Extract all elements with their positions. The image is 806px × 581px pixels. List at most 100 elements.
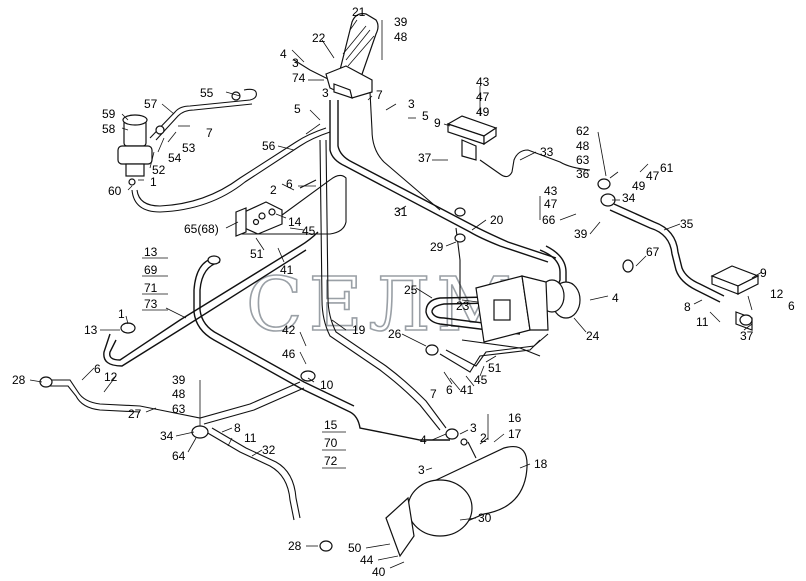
callout-label: 13	[84, 323, 98, 337]
callout-label: 11	[244, 431, 257, 445]
callout-label: 55	[200, 86, 214, 100]
callout-label: 66	[542, 213, 556, 227]
callout-label: 30	[478, 511, 492, 525]
callout-label: 6	[446, 383, 453, 397]
callout-label: 67	[646, 245, 660, 259]
callout-label: 19	[352, 323, 366, 337]
callout-label: 28	[288, 539, 302, 553]
callout-label: 35	[680, 217, 694, 231]
callout-label: 69	[144, 263, 158, 277]
modulator	[475, 275, 581, 343]
fittings	[39, 91, 753, 552]
callout-label: 14	[288, 215, 302, 229]
callout-label: 32	[262, 443, 276, 457]
callout-label: 10	[320, 378, 334, 392]
callout-label: 45	[302, 224, 316, 238]
callout-label: 47	[544, 197, 558, 211]
callout-label: 31	[394, 205, 408, 219]
callout-label: 29	[430, 240, 444, 254]
callout-label: 70	[324, 436, 338, 450]
callout-label: 25	[404, 283, 418, 297]
callout-label: 51	[250, 247, 264, 261]
callout-label: 62	[576, 124, 590, 138]
callout-label: 5	[422, 109, 429, 123]
callout-label: 5	[294, 102, 301, 116]
callout-label: 46	[282, 347, 296, 361]
callout-label: 12	[104, 370, 118, 384]
callout-label: 28	[12, 373, 26, 387]
callout-label: 33	[540, 145, 554, 159]
callout-label: 6	[94, 362, 101, 376]
callout-label: 43	[476, 75, 490, 89]
callout-label: 45	[474, 373, 488, 387]
callout-label: 39	[574, 227, 588, 241]
callout-label: 57	[144, 97, 158, 111]
callout-label: 56	[262, 139, 276, 153]
callout-label: 72	[324, 454, 338, 468]
callout-label: 26	[388, 327, 402, 341]
bracket-9-top	[446, 115, 498, 161]
callout-label: 4	[420, 433, 427, 447]
relay-valve	[235, 201, 283, 237]
callout-label: 41	[280, 263, 294, 277]
callout-label: 7	[430, 387, 437, 401]
callout-label: 71	[144, 281, 158, 295]
callout-label: 15	[324, 418, 338, 432]
callout-label: 6	[286, 177, 293, 191]
callout-label: 59	[102, 107, 116, 121]
callout-label: 53	[182, 141, 196, 155]
callout-label: 27	[128, 407, 142, 421]
callout-label: 43	[544, 184, 558, 198]
callout-label: 39	[172, 373, 186, 387]
callout-label: 3	[322, 86, 329, 100]
callout-label: 74	[292, 71, 306, 85]
callout-label: 40	[372, 565, 386, 579]
callout-label: 44	[360, 553, 374, 567]
callout-label: 52	[152, 163, 166, 177]
callout-label: 1	[150, 175, 157, 189]
brake-pedal	[325, 13, 379, 99]
callout-label: 36	[576, 167, 590, 181]
callout-label: 20	[490, 213, 504, 227]
callout-label: 23	[456, 299, 470, 313]
callout-boxes	[142, 257, 346, 469]
callout-label: 39	[394, 15, 408, 29]
air-reservoir	[385, 438, 528, 558]
callout-label: 37	[418, 151, 432, 165]
callout-label: 65(68)	[184, 222, 219, 236]
callout-label: 41	[460, 383, 474, 397]
callout-label: 34	[622, 191, 636, 205]
callout-label: 4	[280, 47, 287, 61]
callout-label: 48	[172, 387, 186, 401]
leader-lines	[29, 19, 763, 569]
callout-label: 9	[434, 116, 441, 130]
callout-label: 1	[118, 307, 125, 321]
callout-label: 21	[352, 5, 366, 19]
callout-label: 49	[632, 179, 646, 193]
callout-label: 11	[696, 315, 709, 329]
watermark: СЕЛМ	[246, 262, 518, 348]
callout-label: 8	[234, 421, 241, 435]
callout-label: 51	[488, 361, 502, 375]
callout-label: 3	[408, 97, 415, 111]
callout-label: 2	[270, 183, 277, 197]
components	[39, 13, 760, 558]
callout-label: 63	[576, 153, 590, 167]
callout-label: 3	[292, 56, 299, 70]
callout-label: 60	[108, 184, 122, 198]
callout-label: 18	[534, 457, 548, 471]
brake-valve	[117, 114, 153, 186]
callout-label: 61	[660, 161, 674, 175]
callout-label: 50	[348, 541, 362, 555]
callout-label: 17	[508, 427, 522, 441]
callout-label: 16	[508, 411, 522, 425]
callout-label: 64	[172, 449, 186, 463]
callout-label: 37	[740, 329, 754, 343]
callout-label: 47	[476, 90, 490, 104]
callout-label: 24	[586, 329, 600, 343]
callout-label: 73	[144, 297, 158, 311]
callout-label: 48	[394, 30, 408, 44]
callout-label: 6	[788, 299, 795, 313]
callout-label: 3	[418, 463, 425, 477]
callout-labels: 21 39 48 22 4 3 74 55 57 59 58 7 53 54 5…	[12, 5, 795, 579]
